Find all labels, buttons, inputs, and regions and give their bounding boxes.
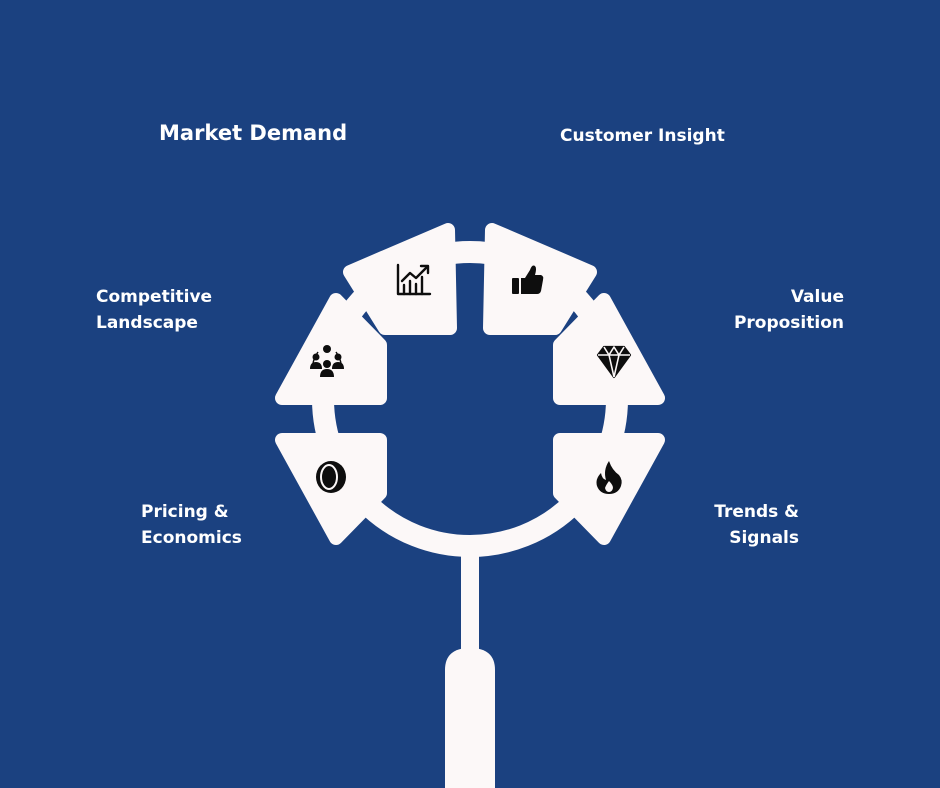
handle-neck bbox=[461, 555, 479, 675]
label-market-demand: Market Demand bbox=[159, 118, 347, 148]
label-trends-signals: Trends & Signals bbox=[714, 499, 799, 551]
tile-market-demand bbox=[343, 223, 457, 335]
label-pricing-economics-line-2: Economics bbox=[141, 528, 242, 548]
label-market-demand-line-1: Market Demand bbox=[159, 121, 348, 145]
fire-icon bbox=[596, 461, 622, 494]
label-value-proposition: Value Proposition bbox=[734, 284, 844, 336]
label-pricing-economics-line-1: Pricing & bbox=[141, 502, 229, 522]
team-icon bbox=[310, 345, 344, 377]
label-competitive-landscape: Competitive Landscape bbox=[96, 284, 212, 336]
label-trends-signals-line-1: Trends & bbox=[714, 502, 799, 522]
label-competitive-landscape-line-1: Competitive bbox=[96, 287, 213, 307]
label-value-proposition-line-1: Value bbox=[790, 287, 844, 307]
thumbs-up-icon bbox=[512, 265, 544, 294]
label-pricing-economics: Pricing & Economics bbox=[141, 499, 242, 551]
label-value-proposition-line-2: Proposition bbox=[733, 313, 844, 333]
chart-icon bbox=[396, 263, 432, 296]
handle-grip bbox=[445, 648, 495, 788]
coin-icon bbox=[316, 461, 346, 493]
label-customer-insight-line-1: Customer Insight bbox=[560, 126, 725, 146]
label-competitive-landscape-line-2: Landscape bbox=[96, 313, 198, 333]
label-customer-insight: Customer Insight bbox=[560, 123, 725, 149]
diamond-icon bbox=[596, 345, 632, 379]
label-trends-signals-line-2: Signals bbox=[729, 528, 799, 548]
